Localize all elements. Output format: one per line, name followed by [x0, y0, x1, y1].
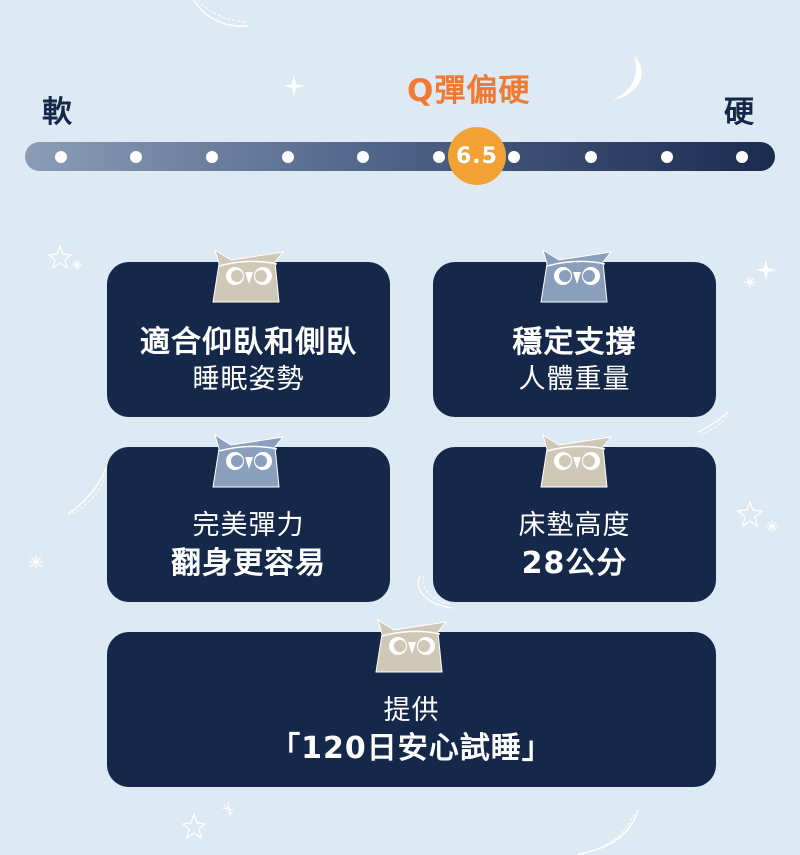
card-line-1: 床墊高度: [518, 510, 631, 542]
scale-dot: [736, 151, 748, 163]
scale-dot: [130, 151, 142, 163]
scale-dot: [282, 151, 294, 163]
scale-dot: [508, 151, 520, 163]
card-line-2: 「120日安心試睡」: [270, 730, 553, 766]
card-line-1: 適合仰臥和側臥: [140, 325, 357, 361]
scale-dot: [55, 151, 67, 163]
card-line-2: 翻身更容易: [171, 545, 326, 581]
card-line-2: 28公分: [521, 545, 628, 581]
owl-icon: [212, 248, 285, 303]
feather-icon: [67, 467, 107, 515]
card-line-1: 完美彈力: [192, 510, 305, 542]
scale-dot: [357, 151, 369, 163]
owl-icon: [540, 433, 613, 488]
feather-icon: [577, 809, 639, 855]
firmness-title: Q彈偏硬: [407, 73, 531, 109]
feather-icon: [697, 411, 729, 435]
owl-icon: [375, 618, 448, 673]
sparkle-icon: [744, 260, 776, 288]
card-line-1: 提供: [383, 695, 440, 727]
card-line-2: 人體重量: [518, 364, 631, 396]
sparkle-icon: [283, 75, 305, 97]
scale-dot: [661, 151, 673, 163]
firmness-value-marker: 6.5: [448, 127, 506, 185]
feather-icon: [193, 0, 249, 27]
star-icon: [48, 244, 82, 270]
card-line-2: 睡眠姿勢: [192, 364, 305, 396]
scale-dot: [206, 151, 218, 163]
star-icon: [181, 801, 235, 840]
firmness-scale-bar: [25, 142, 775, 171]
owl-icon: [212, 433, 285, 488]
card-line-1: 穩定支撐: [512, 325, 637, 361]
hard-label: 硬: [724, 95, 754, 130]
moon-icon: [612, 56, 642, 100]
soft-label: 軟: [42, 95, 72, 130]
scale-dot: [433, 151, 445, 163]
sparkle-icon: [29, 555, 43, 569]
feather-icon: [417, 575, 453, 609]
owl-icon: [540, 248, 613, 303]
star-icon: [736, 500, 778, 532]
scale-dot: [585, 151, 597, 163]
